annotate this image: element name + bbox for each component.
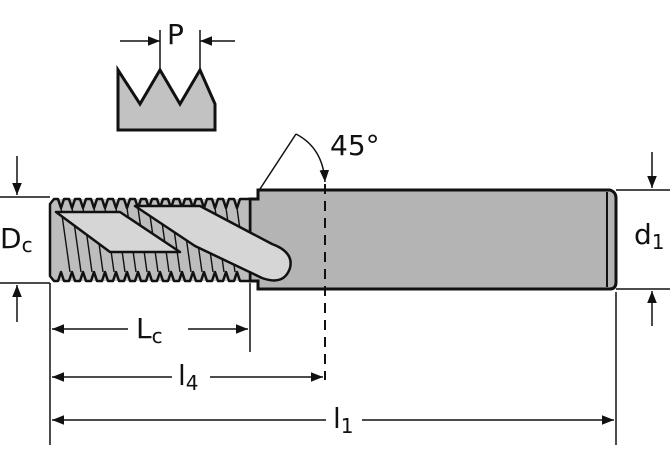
- thread-profile-detail: P: [116, 18, 235, 132]
- angle-annotation: 45°: [257, 129, 380, 193]
- neck-length-label: l4: [178, 359, 199, 395]
- neck-length-dimension: l4: [52, 359, 323, 395]
- tool-body: [48, 188, 618, 291]
- angle-label: 45°: [330, 129, 380, 162]
- cut-length-label: Lc: [136, 312, 163, 348]
- pitch-label: P: [167, 18, 184, 51]
- overall-length-dimension: l1: [52, 402, 614, 438]
- flute-2: [133, 204, 292, 282]
- shank-diameter-label: d1: [634, 218, 665, 254]
- cut-diameter-label: Dc: [0, 222, 33, 257]
- thread-profile-shape: [116, 64, 217, 132]
- shank-diameter-dimension: d1: [616, 152, 670, 326]
- shank: [248, 188, 618, 291]
- cut-length-dimension: Lc: [52, 312, 248, 348]
- cut-diameter-dimension: Dc: [0, 156, 50, 322]
- threaded-section: [48, 197, 292, 283]
- overall-length-label: l1: [333, 402, 354, 438]
- flute-1: [54, 210, 182, 254]
